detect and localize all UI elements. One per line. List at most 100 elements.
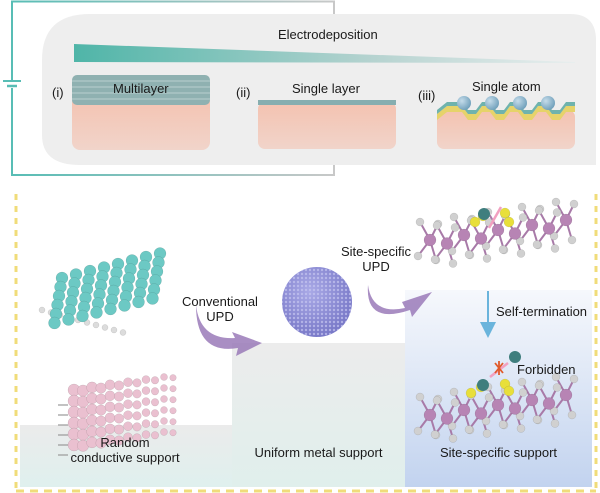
mo-atom bbox=[440, 237, 454, 250]
nanotube-atom bbox=[132, 400, 142, 410]
mos2-lattice-top bbox=[413, 197, 579, 268]
nanotube-atom bbox=[123, 388, 133, 398]
s-atom bbox=[464, 425, 474, 434]
s-atom bbox=[415, 392, 425, 402]
forbidden-cross-icon bbox=[494, 361, 504, 375]
s-atom bbox=[482, 254, 492, 263]
nanotube-atom bbox=[169, 396, 177, 404]
nanotube-atom bbox=[169, 385, 177, 393]
graphene-metal-atom bbox=[48, 316, 61, 330]
s-vacancy-site-atom bbox=[503, 216, 515, 228]
s-atom bbox=[430, 255, 440, 264]
nanotube-atom bbox=[114, 391, 124, 402]
nanotube-atom bbox=[169, 374, 177, 382]
deposition-direction-arrow bbox=[487, 206, 503, 229]
nanotube-atom bbox=[132, 389, 142, 399]
site-specific-upd-arrow bbox=[367, 285, 432, 317]
s-atom bbox=[516, 424, 526, 433]
graphene-carbon-atom bbox=[92, 321, 100, 329]
site-specific-upd-line2: UPD bbox=[362, 259, 390, 274]
s-atom bbox=[534, 381, 544, 390]
nanotube-atom bbox=[132, 411, 142, 421]
nanotube-atom bbox=[151, 431, 159, 440]
mo-atom bbox=[491, 398, 505, 412]
s-atom bbox=[450, 223, 460, 232]
site-specific-upd-label: Site-specific UPD bbox=[336, 244, 416, 274]
nanotube-atom bbox=[104, 401, 116, 413]
s-atom bbox=[415, 217, 425, 227]
s-atom bbox=[481, 241, 491, 251]
nanotube-atom bbox=[160, 428, 168, 436]
nanotube-atom bbox=[114, 435, 124, 446]
nanotube-atom bbox=[123, 399, 133, 409]
single-layer-substrate bbox=[258, 102, 396, 149]
nanotube-atom bbox=[141, 386, 151, 395]
stage-label-single-layer: Single layer bbox=[292, 81, 360, 96]
graphene-carbon-atom bbox=[119, 329, 127, 336]
graphene-metal-atom bbox=[132, 295, 145, 309]
stage-label-multilayer: Multilayer bbox=[113, 81, 169, 96]
s-atom bbox=[515, 236, 525, 246]
nanotube-atom bbox=[169, 407, 177, 415]
nanotube-atom bbox=[160, 384, 168, 392]
forbidden-label: Forbidden bbox=[517, 362, 576, 377]
graphene-carbon-atom bbox=[101, 324, 109, 331]
nanotube-atom bbox=[95, 415, 107, 427]
s-atom bbox=[549, 231, 559, 241]
s-atom bbox=[532, 415, 542, 424]
multilayer-stack bbox=[72, 75, 210, 105]
mo-atom bbox=[423, 233, 437, 247]
s-atom bbox=[551, 372, 561, 382]
nanotube-atom bbox=[123, 421, 133, 431]
step-label-uniform: Uniform metal support bbox=[254, 445, 383, 460]
mo-atom bbox=[559, 213, 573, 227]
top-panel: Electrodeposition (i) Multilayer (ii) Si… bbox=[0, 0, 600, 180]
graphene-metal-monolayer bbox=[38, 247, 167, 336]
nanotube-atom bbox=[95, 404, 107, 416]
s-atom bbox=[449, 212, 459, 222]
s-atom bbox=[567, 410, 577, 420]
mo-atom bbox=[525, 393, 539, 407]
s-atom bbox=[498, 245, 508, 254]
mo-atom bbox=[491, 223, 505, 237]
single-atom-3 bbox=[513, 96, 527, 110]
graphene-metal-atom bbox=[118, 299, 131, 312]
graphene-metal-atom bbox=[90, 306, 103, 319]
mo-atom bbox=[457, 403, 471, 417]
s-atom bbox=[430, 430, 440, 439]
s-atom bbox=[552, 208, 562, 217]
nanotube-atom bbox=[151, 398, 159, 407]
nanotube-atom bbox=[141, 430, 151, 439]
nanotube-atom bbox=[104, 379, 116, 391]
s-atom bbox=[534, 206, 544, 215]
s-atom bbox=[549, 406, 559, 416]
single-atom-yellow-layer bbox=[437, 106, 575, 120]
nanotube-atom bbox=[141, 397, 151, 406]
mo-atom bbox=[474, 407, 488, 420]
s-atom bbox=[447, 421, 457, 431]
single-atom-4 bbox=[541, 96, 555, 110]
s-atom bbox=[551, 197, 561, 207]
s-atom bbox=[532, 240, 542, 249]
site-specific-upd-line1: Site-specific bbox=[340, 244, 412, 259]
nanotube-atom bbox=[160, 395, 168, 403]
s-atom bbox=[413, 251, 423, 261]
single-atom-1 bbox=[457, 96, 471, 110]
mo-atom bbox=[542, 222, 556, 235]
graphene-carbon-atom bbox=[110, 326, 118, 334]
s-atom bbox=[484, 393, 494, 402]
nanotube-atom bbox=[104, 423, 116, 435]
s-atom bbox=[448, 259, 458, 268]
mo-atom bbox=[440, 412, 454, 425]
s-atom bbox=[447, 246, 457, 256]
nanotube-atom bbox=[114, 424, 124, 435]
nanotube-atom bbox=[151, 409, 159, 418]
graphene-metal-atom bbox=[146, 292, 159, 305]
s-vacancy-site-atom bbox=[469, 216, 481, 228]
nanotube-atom bbox=[151, 387, 159, 396]
nanotube-atom bbox=[114, 380, 124, 391]
graphene-metal-atom bbox=[104, 302, 117, 316]
graphene-carbon-atom bbox=[38, 306, 46, 314]
s-atom bbox=[550, 244, 560, 253]
stage-index-iii: (iii) bbox=[418, 88, 436, 103]
